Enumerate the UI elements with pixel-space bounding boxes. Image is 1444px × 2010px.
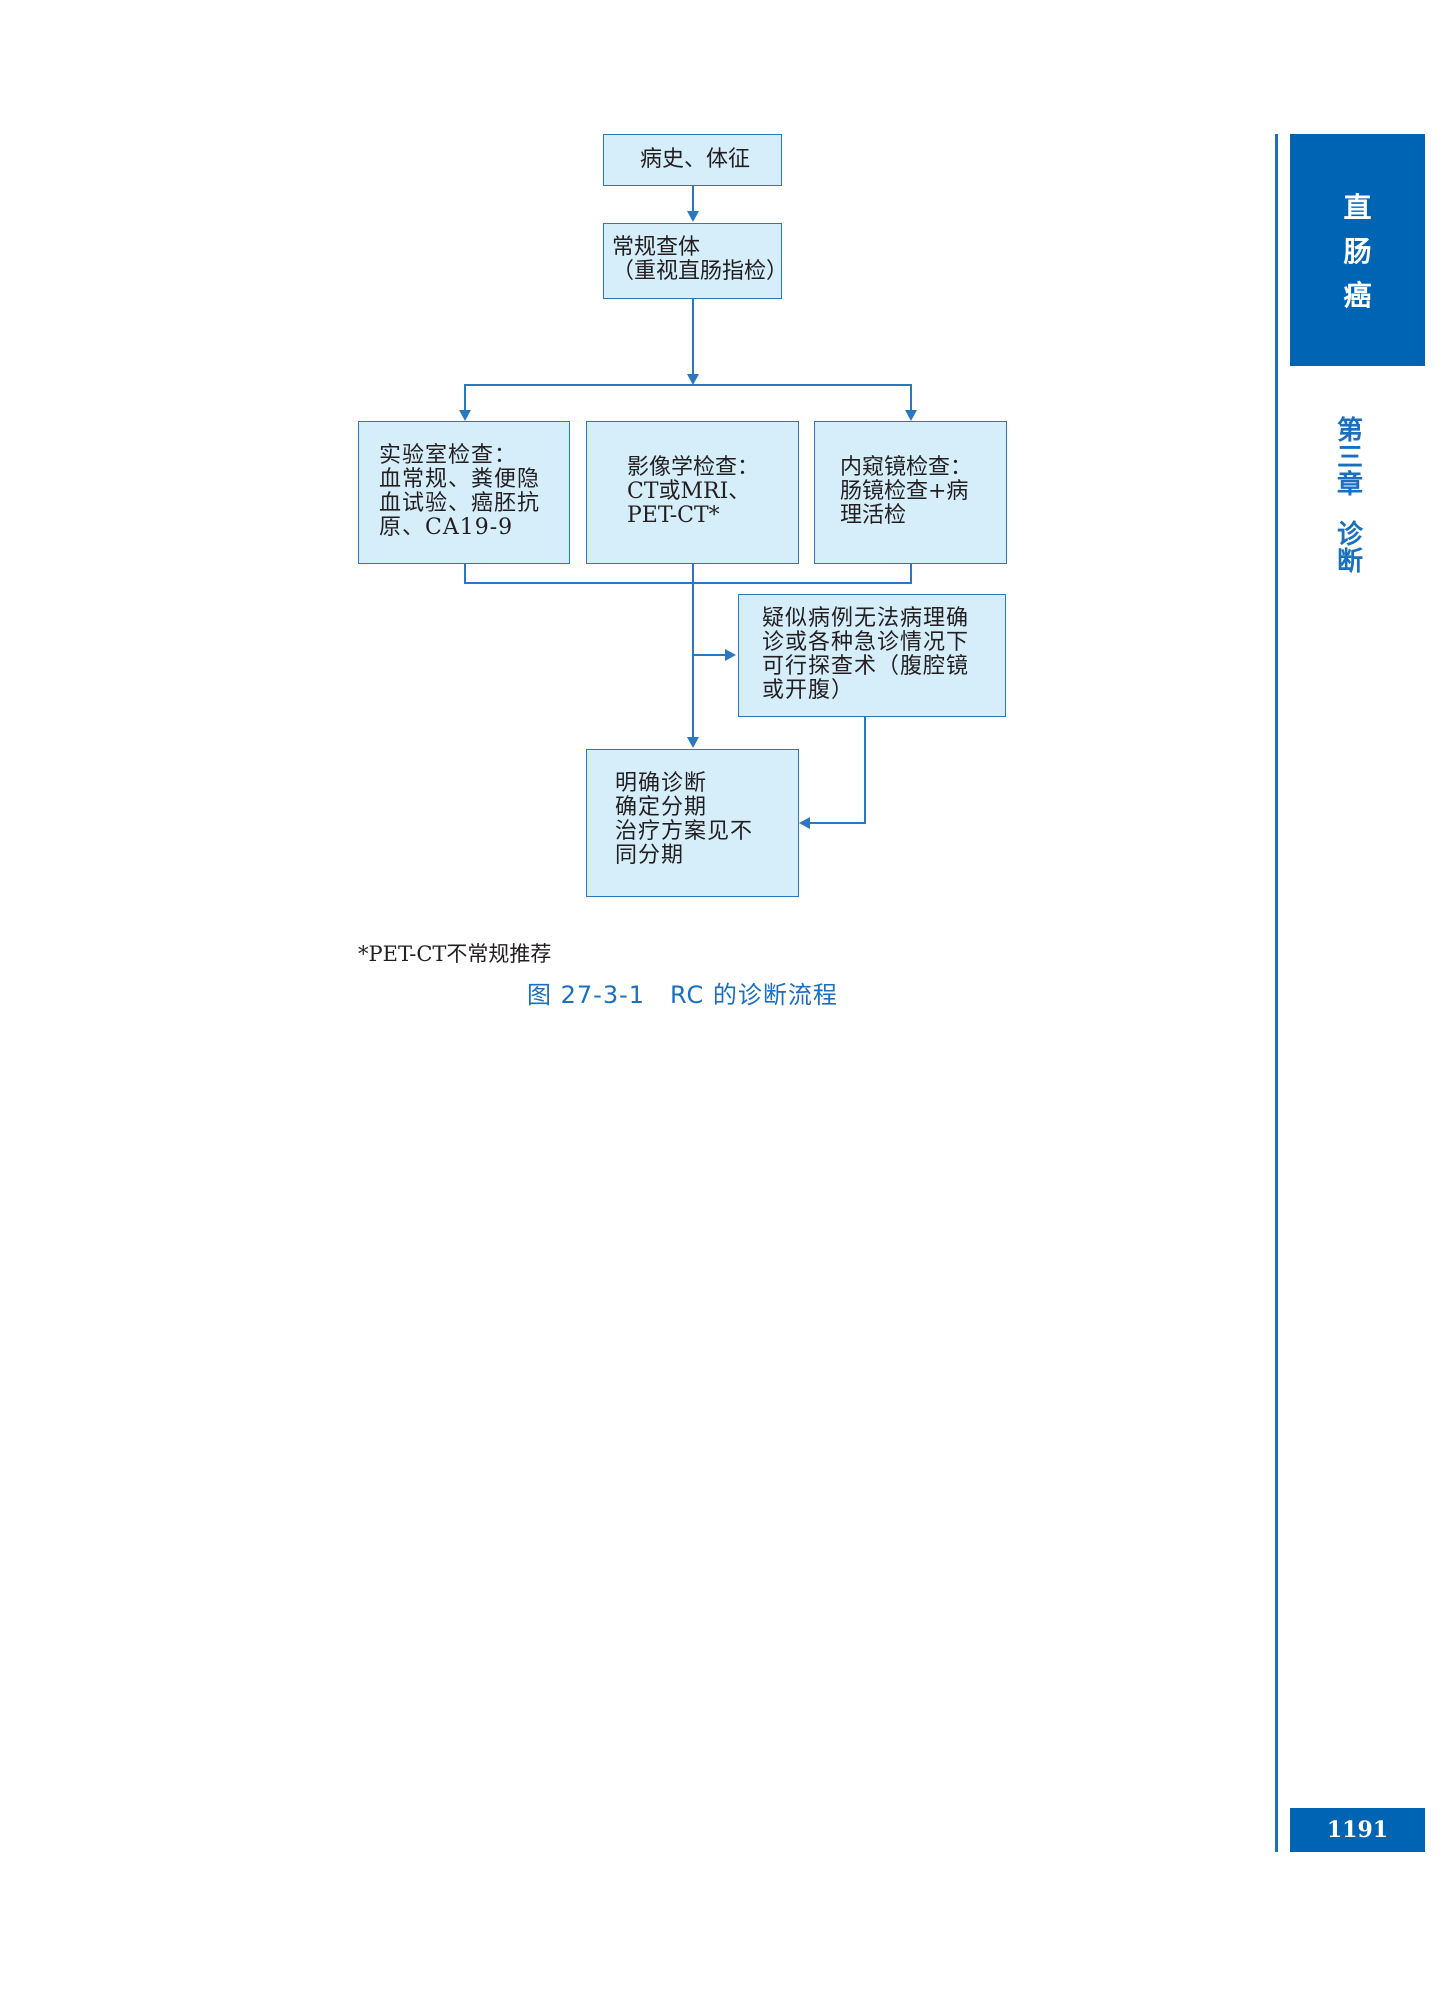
footnote: *PET-CT不常规推荐 [358, 942, 552, 966]
flow-box-lab-tests: 实验室检查： 血常规、粪便隐 血试验、癌胚抗 原、CA19-9 [358, 421, 570, 564]
chapter-char: 三 [1336, 443, 1363, 473]
box-text: 病史、体征 [640, 147, 751, 172]
connector [910, 564, 912, 584]
connector [464, 582, 912, 584]
arrow-down-icon [459, 410, 471, 421]
page-number: 1191 [1290, 1808, 1425, 1852]
topic-label: 诊 断 [1330, 522, 1370, 576]
box-text: 常规查体 （重视直肠指检） [612, 235, 789, 284]
arrow-down-icon [687, 737, 699, 748]
topic-char: 诊 [1336, 520, 1363, 550]
flow-box-history: 病史、体征 [603, 134, 782, 186]
chapter-label: 第 三 章 [1330, 418, 1370, 499]
box-text: 实验室检查： 血常规、粪便隐 血试验、癌胚抗 原、CA19-9 [379, 443, 541, 540]
connector [864, 717, 866, 824]
chapter-char: 章 [1336, 470, 1363, 500]
connector [692, 654, 726, 656]
section-char: 癌 [1343, 279, 1372, 312]
flow-box-endoscopy: 内窥镜检查： 肠镜检查+病 理活检 [814, 421, 1007, 564]
section-tab: 直 肠 癌 [1290, 134, 1425, 366]
connector [692, 186, 694, 212]
flow-box-physical-exam: 常规查体 （重视直肠指检） [603, 223, 788, 299]
flow-box-diagnosis: 明确诊断 确定分期 治疗方案见不 同分期 [586, 749, 799, 897]
connector [464, 384, 466, 411]
connector [464, 564, 466, 584]
connector [810, 822, 866, 824]
section-char: 肠 [1343, 235, 1372, 268]
box-text: 疑似病例无法病理确 诊或各种急诊情况下 可行探查术（腹腔镜 或开腹） [762, 606, 970, 703]
arrow-right-icon [725, 649, 736, 661]
connector [692, 299, 694, 375]
box-text: 内窥镜检查： 肠镜检查+病 理活检 [840, 455, 973, 528]
arrow-down-icon [687, 211, 699, 222]
topic-char: 断 [1336, 547, 1363, 577]
flow-box-exploratory-surgery: 疑似病例无法病理确 诊或各种急诊情况下 可行探查术（腹腔镜 或开腹） [738, 594, 1006, 717]
arrow-down-icon [905, 410, 917, 421]
connector [910, 384, 912, 411]
box-text: 明确诊断 确定分期 治疗方案见不 同分期 [615, 771, 754, 868]
connector [692, 564, 694, 738]
connector [464, 384, 912, 386]
section-char: 直 [1343, 191, 1372, 224]
margin-rule [1275, 134, 1278, 1852]
flow-box-imaging: 影像学检查： CT或MRI、 PET-CT* [586, 421, 799, 564]
chapter-char: 第 [1336, 416, 1363, 446]
figure-caption: 图 27-3-1 RC 的诊断流程 [527, 981, 838, 1009]
arrow-down-icon [687, 374, 699, 385]
box-text: 影像学检查： CT或MRI、 PET-CT* [627, 455, 760, 528]
arrow-left-icon [799, 817, 810, 829]
